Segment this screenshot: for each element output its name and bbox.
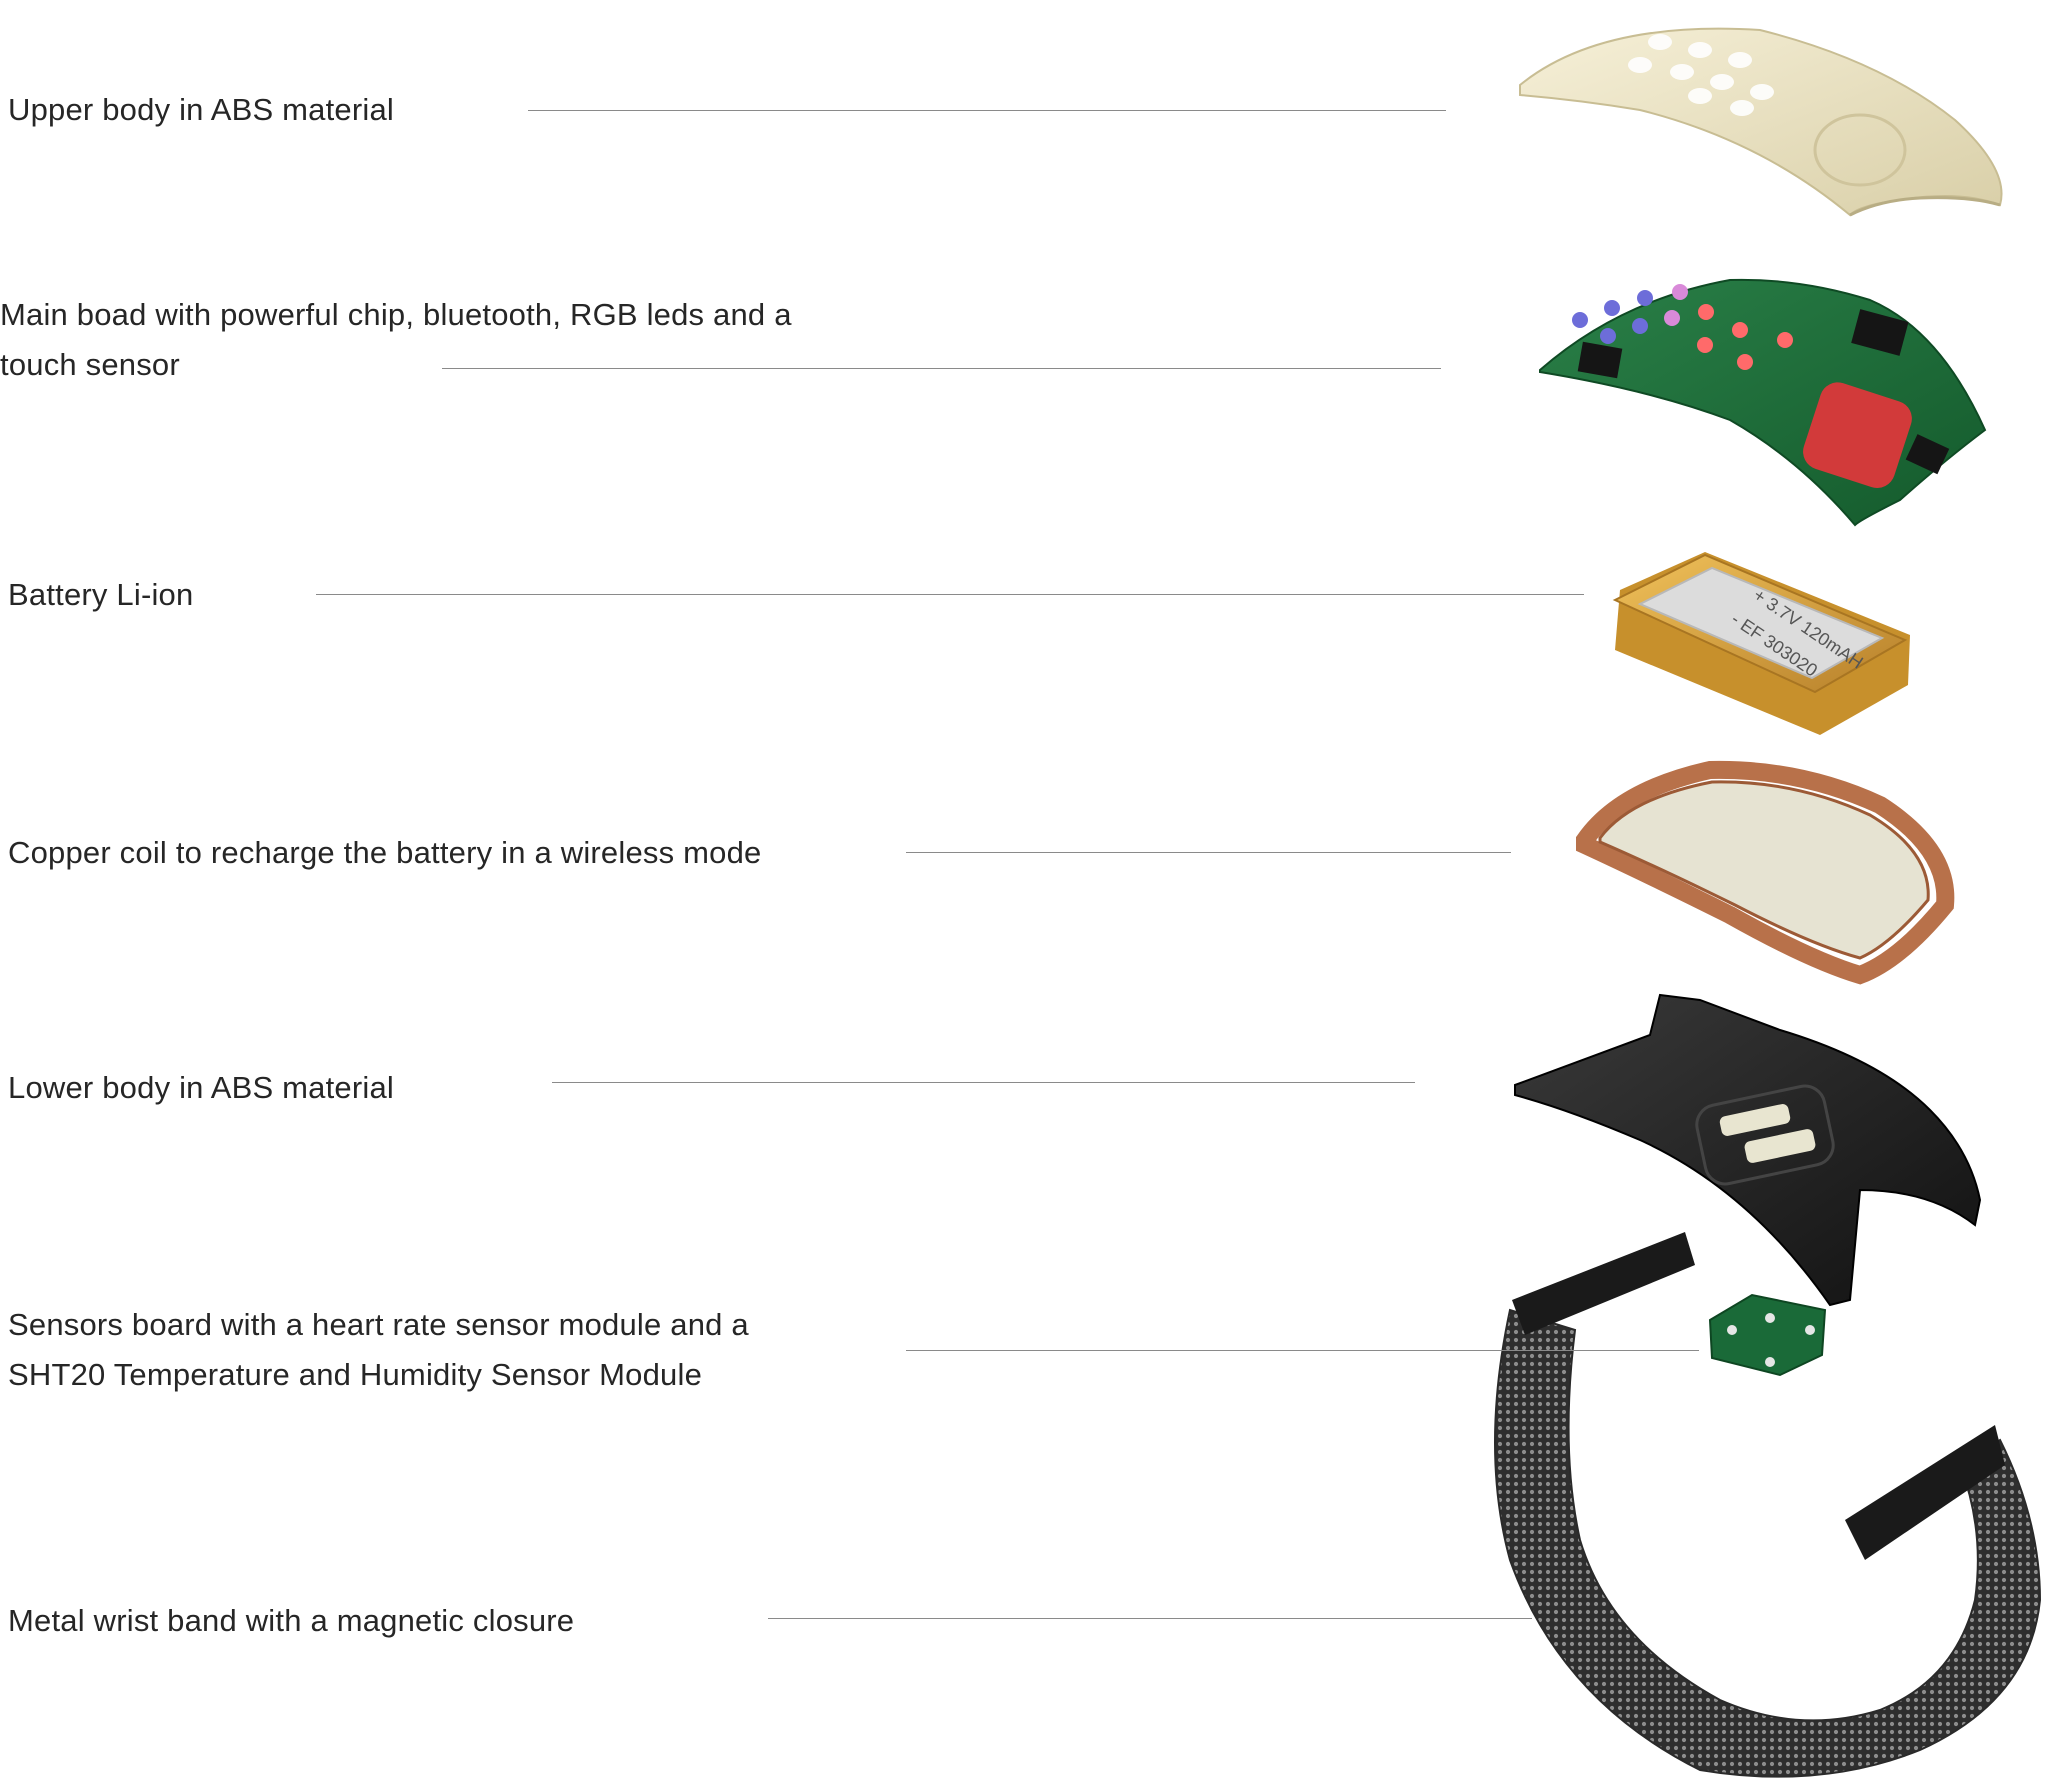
leader-line-battery	[316, 594, 1584, 595]
label-upper-body: Upper body in ABS material	[8, 92, 395, 127]
label-wrist-band: Metal wrist band with a magnetic closure	[8, 1603, 575, 1638]
leader-line-wrist-band	[768, 1618, 1532, 1619]
label-sensors-board-line-1: Sensors board with a heart rate sensor m…	[8, 1307, 749, 1342]
label-sensors-board-line-2: SHT20 Temperature and Humidity Sensor Mo…	[8, 1357, 703, 1392]
battery-illustration: + 3.7V 120mAH - EF 303020	[1612, 552, 1910, 735]
leader-line-copper-coil	[906, 852, 1511, 853]
main-board-illustration	[1539, 278, 1987, 527]
label-battery: Battery Li-ion	[8, 577, 194, 612]
lower-body-illustration	[1514, 993, 1982, 1307]
leader-line-lower-body	[552, 1082, 1415, 1083]
leader-line-sensors-board	[906, 1350, 1699, 1351]
label-lower-body: Lower body in ABS material	[8, 1070, 395, 1105]
label-main-board-line-1: Main boad with powerful chip, bluetooth,…	[0, 297, 792, 332]
label-copper-coil: Copper coil to recharge the battery in a…	[8, 835, 762, 870]
leader-line-main-board	[442, 368, 1441, 369]
upper-body-illustration	[1519, 27, 2003, 217]
sensors-board-illustration	[1708, 1293, 1827, 1377]
copper-coil-illustration	[1576, 760, 1955, 985]
wrist-band-illustration	[1494, 1232, 2042, 1778]
label-main-board-line-2: touch sensor	[0, 347, 180, 382]
touch-sensor-pad	[1803, 382, 1912, 488]
rgb-leds	[1572, 284, 1793, 370]
leader-line-upper-body	[528, 110, 1446, 111]
